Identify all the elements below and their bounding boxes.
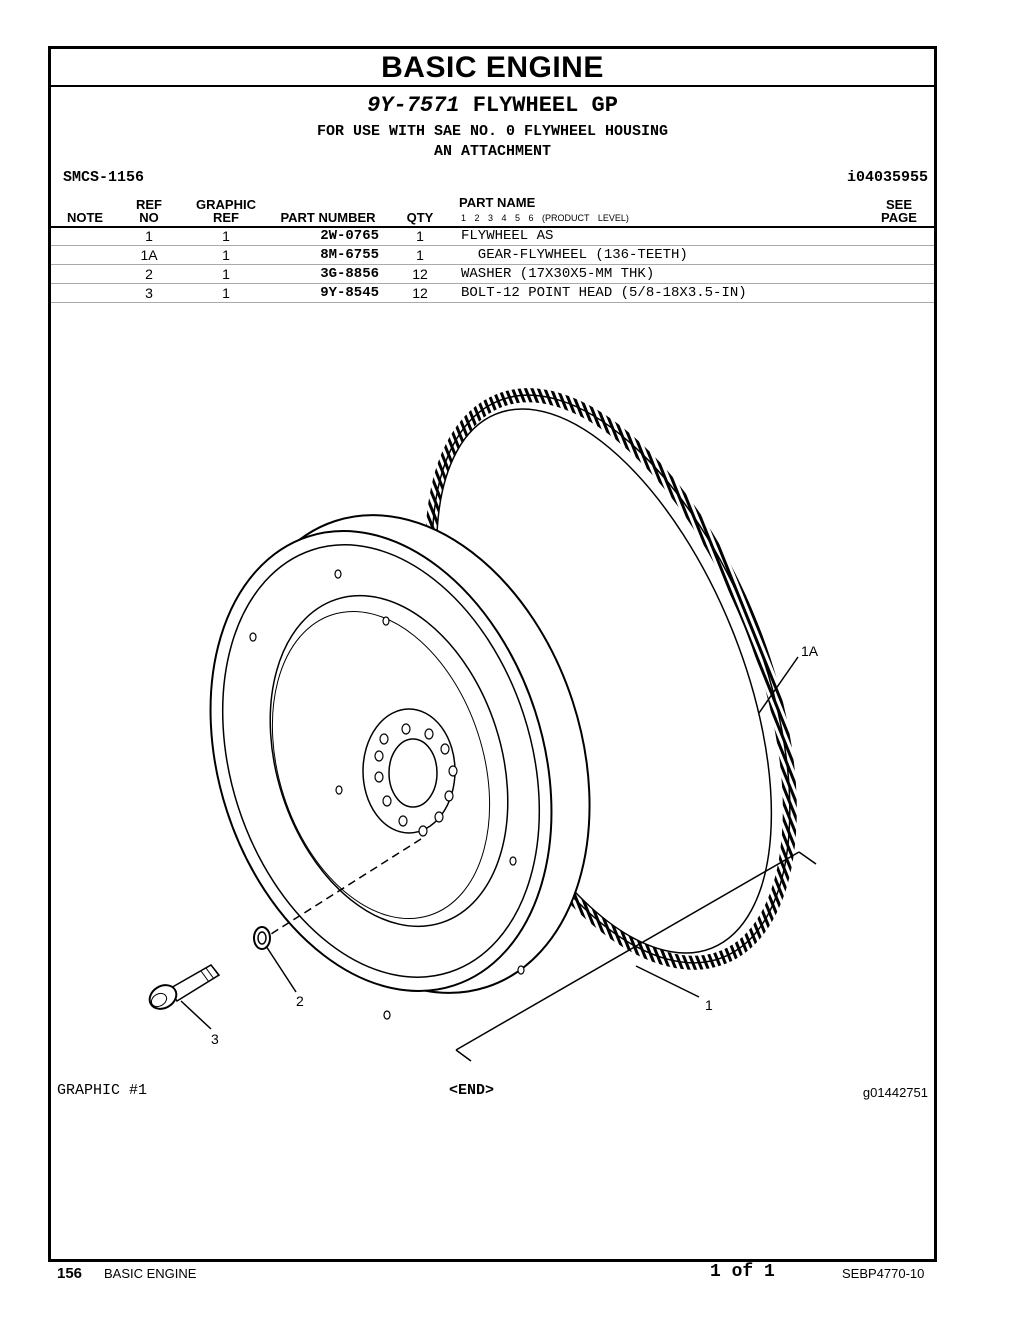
document-id: i04035955 [846,169,928,186]
graphic-id: g01442751 [862,1085,928,1100]
col-see-top: SEE [885,197,912,212]
flywheel-illustration: 1A 1 2 3 [148,388,819,1062]
bolt [148,964,221,1010]
page-frame: BASIC ENGINE 9Y-7571 FLYWHEEL GP FOR USE… [48,46,937,1262]
leader-flywheel [635,965,700,998]
washer [253,926,271,950]
row-part-name: GEAR-FLYWHEEL (136-TEETH) [461,247,688,263]
row-qty: 1 [416,247,424,263]
leader-bolt [180,1000,212,1030]
group-name: FLYWHEEL GP [472,93,618,118]
col-ref-bottom: NO [139,210,159,225]
row-ref: 1A [140,247,158,263]
table-row: 1 1 2W-0765 1 FLYWHEEL AS [51,227,934,246]
note-line-1: FOR USE WITH SAE NO. 0 FLYWHEEL HOUSING [316,123,669,140]
table-row: 2 1 3G-8856 12 WASHER (17X30X5-MM THK) [51,265,934,284]
row-ref: 1 [145,228,153,244]
header-rule [51,226,934,228]
col-see-page: SEE PAGE [871,198,927,224]
smcs-code: SMCS-1156 [63,169,145,186]
row-graphic-ref: 1 [222,285,230,301]
row-graphic-ref: 1 [222,247,230,263]
leader-gear [758,656,799,714]
col-ref: REF NO [129,198,169,224]
row-qty: 12 [412,285,428,301]
note-line-2: AN ATTACHMENT [433,143,552,160]
group-part-number: 9Y-7571 [367,93,460,118]
row-ref: 3 [145,285,153,301]
alignment-line [270,838,422,935]
col-graphic-top: GRAPHIC [196,197,256,212]
col-part-number: PART NUMBER [280,210,376,225]
row-ref: 2 [145,266,153,282]
graphic-label: GRAPHIC #1 [57,1082,148,1099]
footer-page-number: 156 [57,1265,83,1282]
col-graphic-bottom: REF [213,210,239,225]
footer-publication: SEBP4770-10 [842,1266,925,1281]
row-part-number[interactable]: 2W-0765 [320,228,379,244]
callout-flywheel: 1 [705,997,713,1013]
col-graphic-ref: GRAPHIC REF [191,198,261,224]
section-title: BASIC ENGINE [51,49,934,87]
end-marker: <END> [449,1082,495,1099]
row-part-name: BOLT-12 POINT HEAD (5/8-18X3.5-IN) [461,285,747,301]
row-part-name: FLYWHEEL AS [461,228,554,244]
row-part-number[interactable]: 9Y-8545 [320,285,379,301]
footer-page-of: 1 of 1 [710,1262,775,1282]
col-qty: QTY [406,210,434,225]
callout-bolt: 3 [211,1031,219,1047]
col-ref-top: REF [136,197,162,212]
row-graphic-ref: 1 [222,266,230,282]
leader-washer [265,945,297,993]
footer-section: BASIC ENGINE [104,1266,197,1281]
row-qty: 12 [412,266,428,282]
row-graphic-ref: 1 [222,228,230,244]
callout-gear: 1A [801,643,819,659]
row-part-number[interactable]: 3G-8856 [320,266,379,282]
callout-washer: 2 [296,993,304,1009]
row-part-number[interactable]: 8M-6755 [320,247,379,263]
table-row: 1A 1 8M-6755 1 GEAR-FLYWHEEL (136-TEETH) [51,246,934,265]
col-see-bottom: PAGE [881,210,917,225]
table-row: 3 1 9Y-8545 12 BOLT-12 POINT HEAD (5/8-1… [51,284,934,303]
col-product-levels: 1 2 3 4 5 6 (PRODUCT LEVEL) [461,213,629,223]
col-part-name: PART NAME [459,195,536,210]
flywheel-body [209,514,591,1020]
group-title: 9Y-7571 FLYWHEEL GP [51,93,934,118]
col-note: NOTE [66,210,104,225]
row-part-name: WASHER (17X30X5-MM THK) [461,266,655,282]
row-qty: 1 [416,228,424,244]
